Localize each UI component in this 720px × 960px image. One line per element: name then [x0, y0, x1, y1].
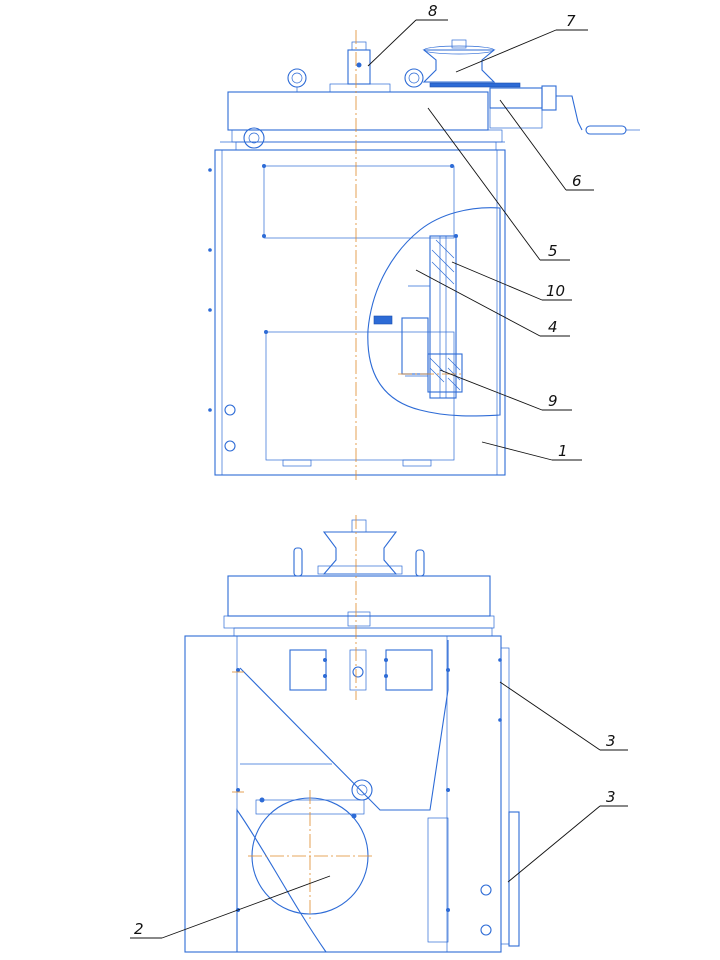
gearbox: [489, 87, 543, 109]
callout-3-upper: 3: [606, 732, 616, 750]
callouts: 8 7 6 5 10 4 9 1 3 3 2: [134, 2, 616, 938]
callout-9: 9: [548, 392, 558, 410]
diagonal-plate: [239, 640, 449, 811]
pivot-joint: [351, 779, 373, 801]
cabinet-body: [214, 149, 506, 476]
callout-5: 5: [548, 242, 558, 260]
side-top-housing: [227, 575, 491, 617]
callout-7: 7: [566, 12, 576, 30]
pulley: [422, 39, 521, 88]
leader-lines: [130, 19, 628, 939]
callout-8: 8: [428, 2, 438, 20]
cutaway-section: [367, 207, 501, 417]
eyebolt-right: [404, 68, 424, 88]
side-view: [184, 515, 520, 953]
eyebolt-left: [287, 68, 307, 88]
motor-hub: [427, 353, 463, 393]
crank-handle: [585, 125, 627, 135]
side-frame: [184, 635, 502, 953]
side-pulley: [322, 531, 398, 575]
crank-arm: [556, 95, 583, 131]
drum-guard: [236, 808, 328, 953]
callout-6: 6: [572, 172, 582, 190]
left-rail-eye: [243, 127, 265, 149]
lower-panel: [265, 331, 455, 461]
callout-4: 4: [548, 318, 558, 336]
callout-2: 2: [134, 920, 144, 938]
callout-1: 1: [558, 442, 568, 460]
callout-3-lower: 3: [606, 788, 616, 806]
upper-panel: [263, 165, 455, 239]
callout-10: 10: [546, 282, 565, 300]
top-housing: [227, 91, 489, 131]
side-plate: [508, 811, 520, 947]
front-view: [208, 30, 640, 480]
